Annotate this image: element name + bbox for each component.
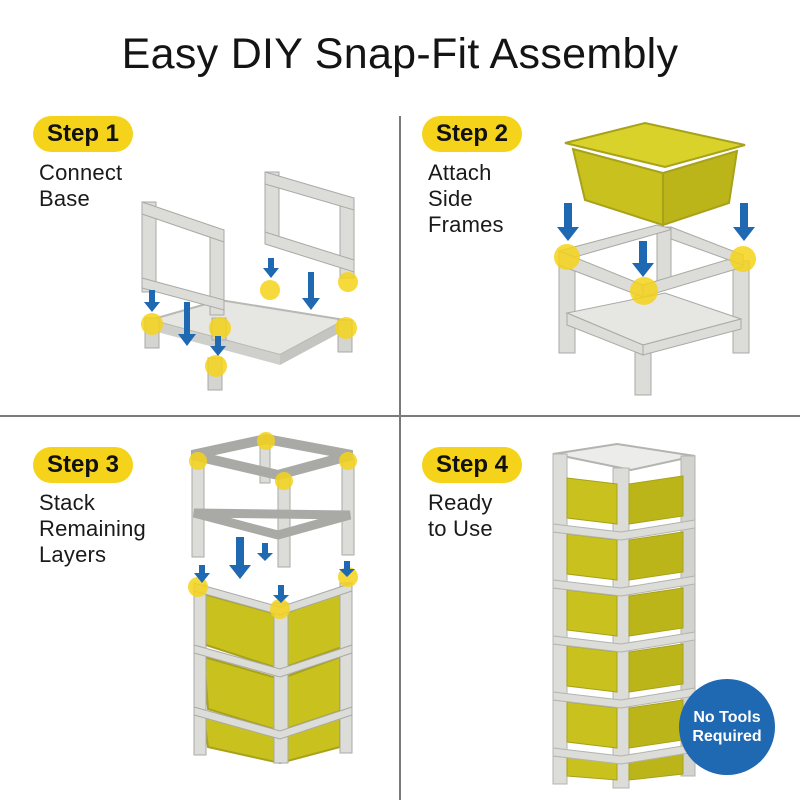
arrow-down-icon [557,203,755,277]
left-side-frame [141,201,225,316]
step-2-caption-line: Side [428,186,473,211]
horizontal-divider [0,415,800,417]
step-1-badge: Step 1 [33,116,133,152]
step-2-caption-line: Attach [428,160,492,185]
step-4-badge: Step 4 [422,447,522,483]
step-1-caption-line: Connect [39,160,123,185]
storage-bin [564,121,746,227]
step-4-caption-line: Ready [428,490,493,515]
tower-drawers [566,475,684,781]
connector-highlight-icon [188,432,358,619]
shelf-frame [557,224,750,396]
arrow-down-icon [194,537,355,603]
step-3-caption-line: Layers [39,542,107,567]
step-3-caption: Stack Remaining Layers [39,490,146,568]
vertical-divider [399,116,401,800]
lower-bins [198,591,343,765]
step-3-caption-line: Remaining [39,516,146,541]
base-edge-right [280,320,345,365]
step-3-caption-line: Stack [39,490,96,515]
step-2-caption: Attach Side Frames [428,160,504,238]
step-2-badge: Step 2 [422,116,522,152]
step-1-caption-line: Base [39,186,90,211]
step-2-illustration [554,121,756,396]
step-2-caption-line: Frames [428,212,504,237]
no-tools-required-badge: No Tools Required [679,679,775,775]
step-3-badge: Step 3 [33,447,133,483]
connector-highlight-icon [554,244,756,305]
tower-shelf-rails [552,519,696,765]
step-1-caption: Connect Base [39,160,122,212]
arrow-down-icon [144,258,320,356]
step-1-illustration [141,171,358,391]
step-3-illustration [188,432,358,765]
step-4-caption: Ready to Use [428,490,493,542]
page-title: Easy DIY Snap-Fit Assembly [121,30,679,78]
lower-frame [193,582,353,764]
right-side-frame [264,171,355,279]
seal-line: Required [692,728,762,745]
top-frame [190,433,355,568]
connector-highlight-icon [141,272,358,377]
seal-line: No Tools [693,709,761,726]
step-4-caption-line: to Use [428,516,493,541]
